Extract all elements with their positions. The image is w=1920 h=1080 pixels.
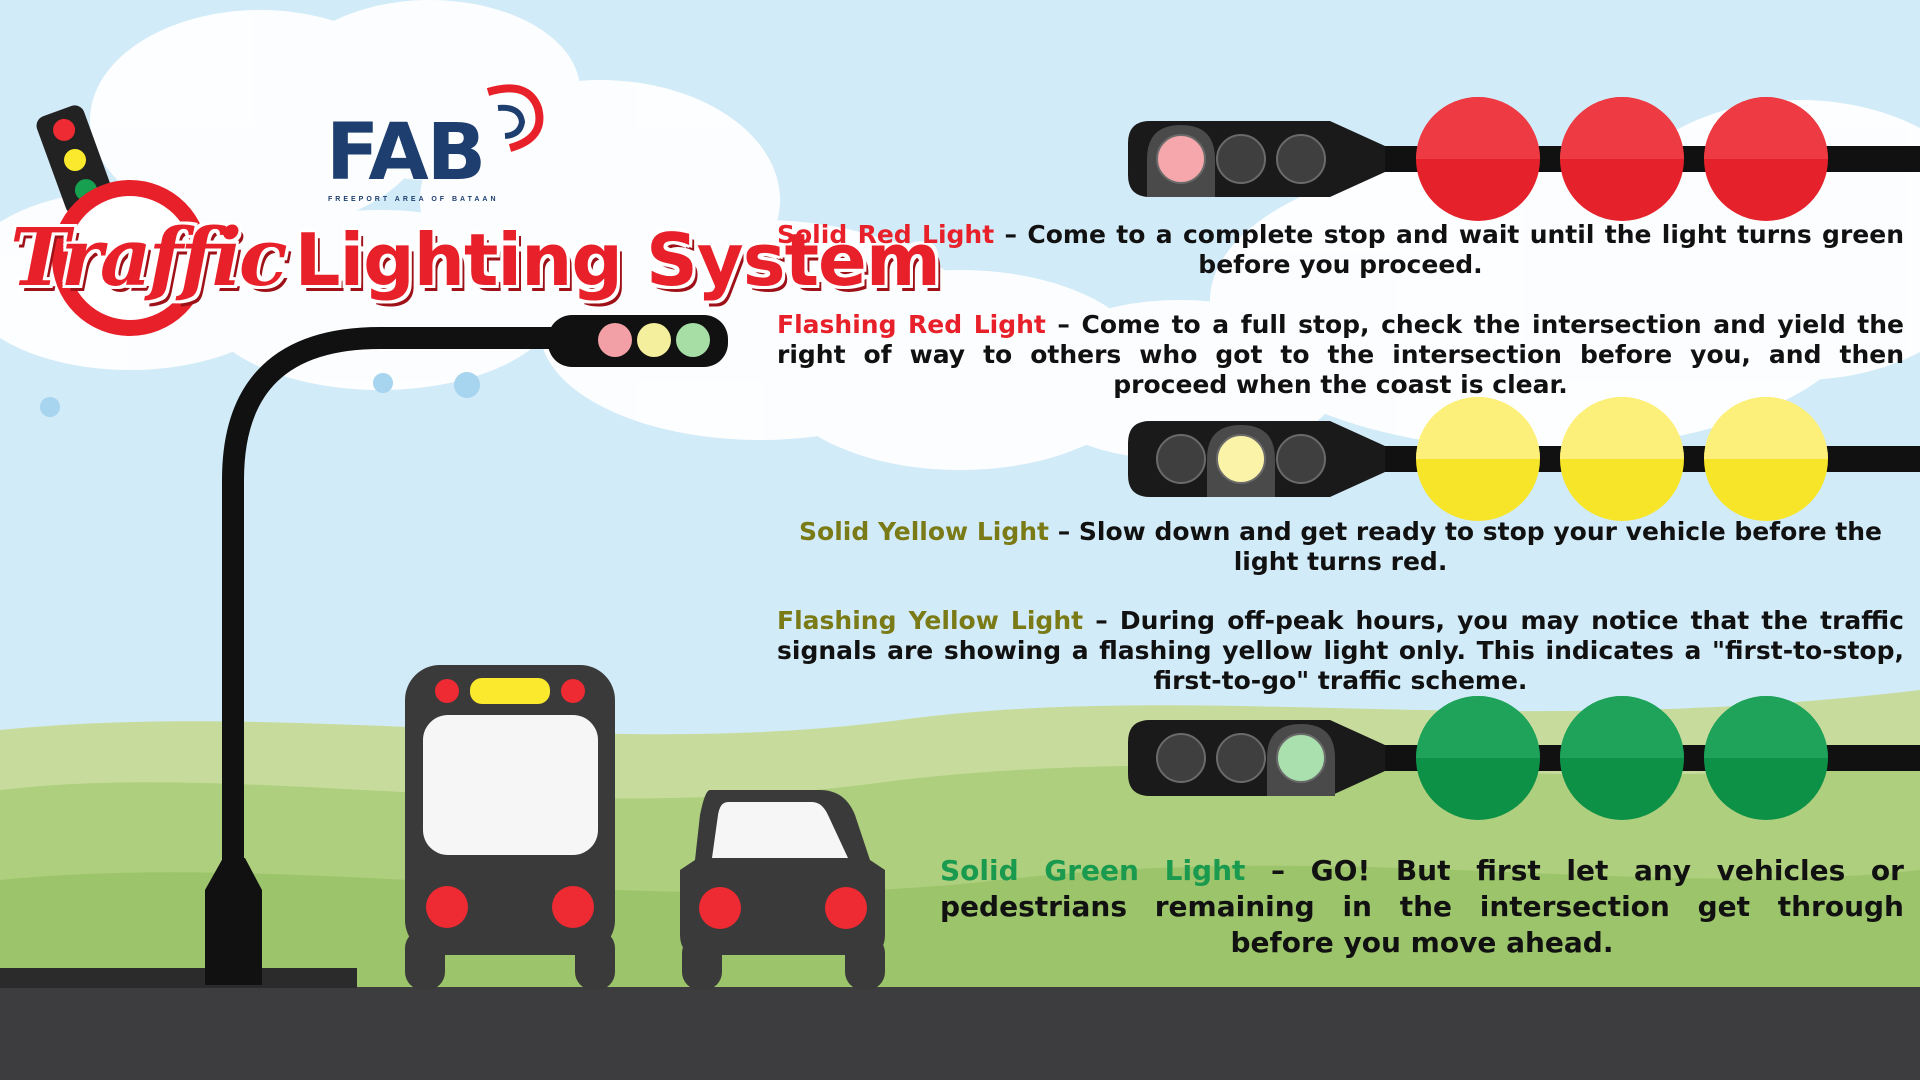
rule-label: Solid Green Light — [940, 854, 1246, 887]
road — [0, 987, 1920, 1080]
rule-text: – Slow down and get ready to stop your v… — [1049, 517, 1882, 576]
rule-text: – Come to a complete stop and wait until… — [994, 220, 1904, 279]
title-word-lighting-system: Lighting System — [294, 218, 941, 302]
signal-lamp-red-active — [1156, 134, 1206, 184]
signal-disc-green-highlight — [1704, 696, 1828, 758]
signal-disc-red-highlight — [1416, 97, 1540, 159]
logo-subtext: FREEPORT AREA OF BATAAN — [328, 196, 499, 203]
rule-label: Flashing Red Light — [777, 310, 1046, 339]
signal-disc-red-highlight — [1560, 97, 1684, 159]
fab-logo: FAB FREEPORT AREA OF BATAAN — [326, 80, 556, 210]
pole-red-lamp — [598, 323, 632, 357]
logo-swirl-icon — [486, 84, 544, 152]
title-word-traffic: Traffic — [10, 210, 288, 304]
signal-lamp-yellow-active — [1216, 434, 1266, 484]
rule-solid-yellow: Solid Yellow Light – Slow down and get r… — [777, 517, 1904, 577]
pole-green-lamp — [676, 323, 710, 357]
signal-group — [1128, 97, 1920, 820]
signal-disc-yellow-highlight — [1416, 397, 1540, 459]
rule-solid-red: Solid Red Light – Come to a complete sto… — [777, 220, 1904, 280]
rule-flashing-yellow: Flashing Yellow Light – During off-peak … — [777, 606, 1904, 696]
rule-text: – GO! But first let any vehicles or pede… — [940, 854, 1904, 959]
curb — [0, 968, 357, 988]
signal-lamp-green-active — [1276, 733, 1326, 783]
street-pole — [205, 315, 728, 985]
signal-disc-green-highlight — [1560, 696, 1684, 758]
rule-label: Flashing Yellow Light — [777, 606, 1084, 635]
pole-yellow-lamp — [637, 323, 671, 357]
signal-disc-green-highlight — [1416, 696, 1540, 758]
car — [680, 790, 885, 990]
cloud-dots — [40, 372, 480, 417]
bus — [405, 665, 615, 990]
signal-lamp-off — [1276, 434, 1326, 484]
logo-text: FAB — [326, 108, 486, 198]
signal-lamp-off — [1216, 134, 1266, 184]
rule-text: – During off-peak hours, you may notice … — [777, 606, 1904, 695]
rule-text: – Come to a full stop, check the interse… — [777, 310, 1904, 399]
signal-disc-yellow-highlight — [1704, 397, 1828, 459]
signal-lamp-off — [1276, 134, 1326, 184]
signal-lamp-off — [1216, 733, 1266, 783]
signal-disc-yellow-highlight — [1560, 397, 1684, 459]
rule-label: Solid Red Light — [777, 220, 995, 249]
signal-lamp-off — [1156, 434, 1206, 484]
rule-flashing-red: Flashing Red Light – Come to a full stop… — [777, 310, 1904, 400]
signal-disc-red-highlight — [1704, 97, 1828, 159]
signal-lamp-off — [1156, 733, 1206, 783]
title-badge-circle — [52, 180, 208, 336]
rule-label: Solid Yellow Light — [799, 517, 1049, 546]
rule-solid-green: Solid Green Light – GO! But first let an… — [940, 853, 1904, 961]
